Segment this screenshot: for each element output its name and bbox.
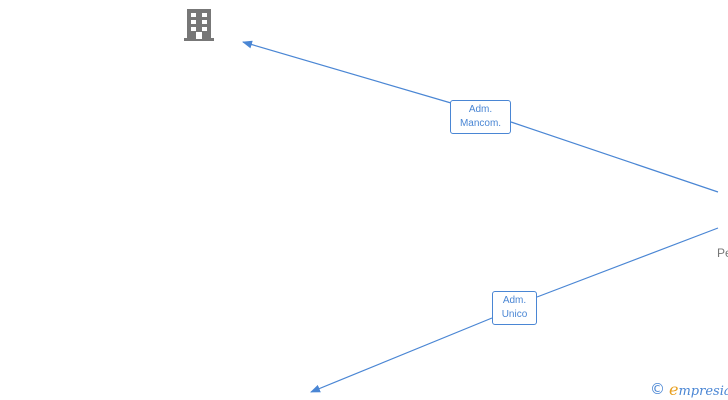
edge-adm-unico[interactable] <box>311 227 719 392</box>
copyright-icon: © <box>650 380 665 398</box>
company-node[interactable] <box>182 6 216 42</box>
brand-initial: e <box>669 379 679 399</box>
edge-label-line1: Adm. <box>502 295 527 306</box>
edge-label-adm-mancom[interactable]: Adm. Mancom. <box>450 100 511 134</box>
edge-label-line1: Adm. <box>468 104 493 115</box>
person-node-label[interactable]: Pe <box>717 246 728 260</box>
brand-logo: empresia <box>669 380 728 399</box>
building-icon <box>184 9 214 41</box>
edge-adm-mancom[interactable] <box>243 42 719 193</box>
edge-label-adm-unico[interactable]: Adm. Unico <box>492 291 537 325</box>
brand-rest: mpresia <box>678 383 728 399</box>
empresia-watermark: © empresia <box>650 379 728 399</box>
edge-label-line2: Unico <box>501 309 528 320</box>
edge-label-line2: Mancom. <box>459 118 502 129</box>
